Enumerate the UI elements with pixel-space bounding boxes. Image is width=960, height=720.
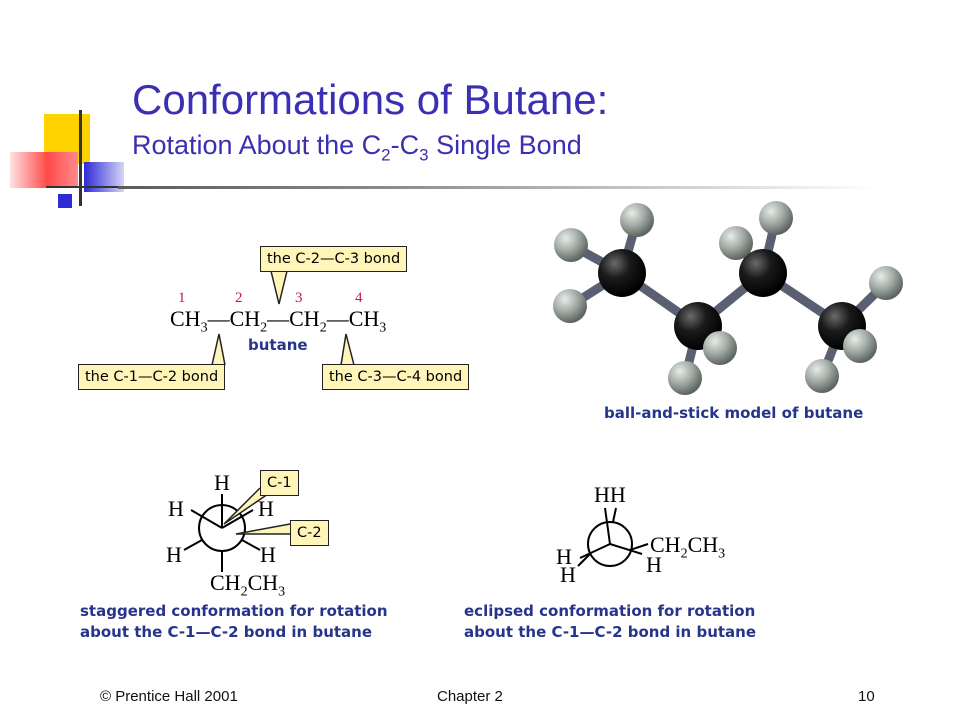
carbon-number: 3	[295, 290, 303, 306]
hydrogen-atom	[554, 228, 588, 262]
butane-name: butane	[248, 336, 308, 354]
slide-logo	[10, 110, 125, 210]
callout-pointer-right	[340, 333, 355, 366]
logo-vertical-line	[79, 110, 82, 206]
butane-formula-figure: 1 2 3 4 CH3—CH2—CH2—CH3 butane the C-2—C…	[78, 238, 498, 398]
eclipsed-caption: eclipsed conformation for rotation about…	[464, 602, 757, 641]
ball-and-stick-model	[553, 201, 903, 395]
staggered-newman-projection: H H H H H CH2CH3 C-1 C-2	[150, 464, 350, 604]
logo-small-blue-square	[58, 194, 72, 208]
hydrogen-atom	[759, 201, 793, 235]
hydrogen-atom	[620, 203, 654, 237]
carbon-number: 2	[235, 290, 243, 306]
callout-pointer-top	[270, 270, 288, 305]
eclipsed-h-right: H	[646, 552, 662, 577]
slide-subtitle: Rotation About the C2-C3 Single Bond	[132, 130, 582, 165]
callout-pointer-left	[211, 333, 226, 366]
carbon-atom	[739, 249, 787, 297]
logo-red-bar	[10, 152, 78, 188]
ball-and-stick-caption: ball-and-stick model of butane	[604, 404, 864, 422]
eclipsed-newman-projection: HH H H CH2CH3 H	[550, 480, 750, 590]
carbon-atom	[598, 249, 646, 297]
eclipsed-newman-drawing	[577, 507, 649, 567]
staggered-h-upper-left: H	[168, 496, 184, 521]
hydrogen-atom	[869, 266, 903, 300]
hydrogen-atom	[843, 329, 877, 363]
logo-horizontal-line	[46, 186, 124, 188]
eclipsed-ethyl-group: CH2CH3	[650, 532, 726, 562]
carbon-number: 1	[178, 290, 186, 306]
callout-c3-c4-bond: the C-3—C-4 bond	[322, 364, 470, 390]
footer-page-number: 10	[858, 688, 875, 705]
hydrogen-atom	[805, 359, 839, 393]
carbon-number: 4	[355, 290, 363, 306]
callout-c1-c2-bond: the C-1—C-2 bond	[78, 364, 226, 390]
title-rule	[118, 186, 878, 189]
callout-pointers	[211, 270, 355, 366]
eclipsed-h-left-top: H	[556, 544, 572, 569]
staggered-h-top: H	[214, 470, 230, 495]
callout-c2-c3-bond: the C-2—C-3 bond	[260, 246, 408, 272]
staggered-newman-drawing	[183, 487, 291, 572]
butane-formula: CH3—CH2—CH2—CH3	[170, 306, 387, 336]
hydrogen-atom	[719, 226, 753, 260]
eclipsed-h-top-pair: HH	[594, 482, 626, 507]
staggered-h-lower-left: H	[166, 542, 182, 567]
label-c-1: C-1	[260, 470, 299, 496]
staggered-h-upper-right: H	[258, 496, 274, 521]
hydrogen-atom	[668, 361, 702, 395]
label-c-2: C-2	[290, 520, 329, 546]
hydrogen-atom	[703, 331, 737, 365]
hydrogen-atom	[553, 289, 587, 323]
footer-copyright: © Prentice Hall 2001	[100, 688, 238, 705]
footer-chapter: Chapter 2	[437, 688, 503, 705]
eclipsed-h-left-bottom: H	[560, 562, 576, 587]
staggered-h-lower-right: H	[260, 542, 276, 567]
staggered-ethyl-group: CH2CH3	[210, 570, 286, 600]
slide-title: Conformations of Butane:	[132, 76, 609, 123]
staggered-caption: staggered conformation for rotation abou…	[80, 602, 388, 641]
